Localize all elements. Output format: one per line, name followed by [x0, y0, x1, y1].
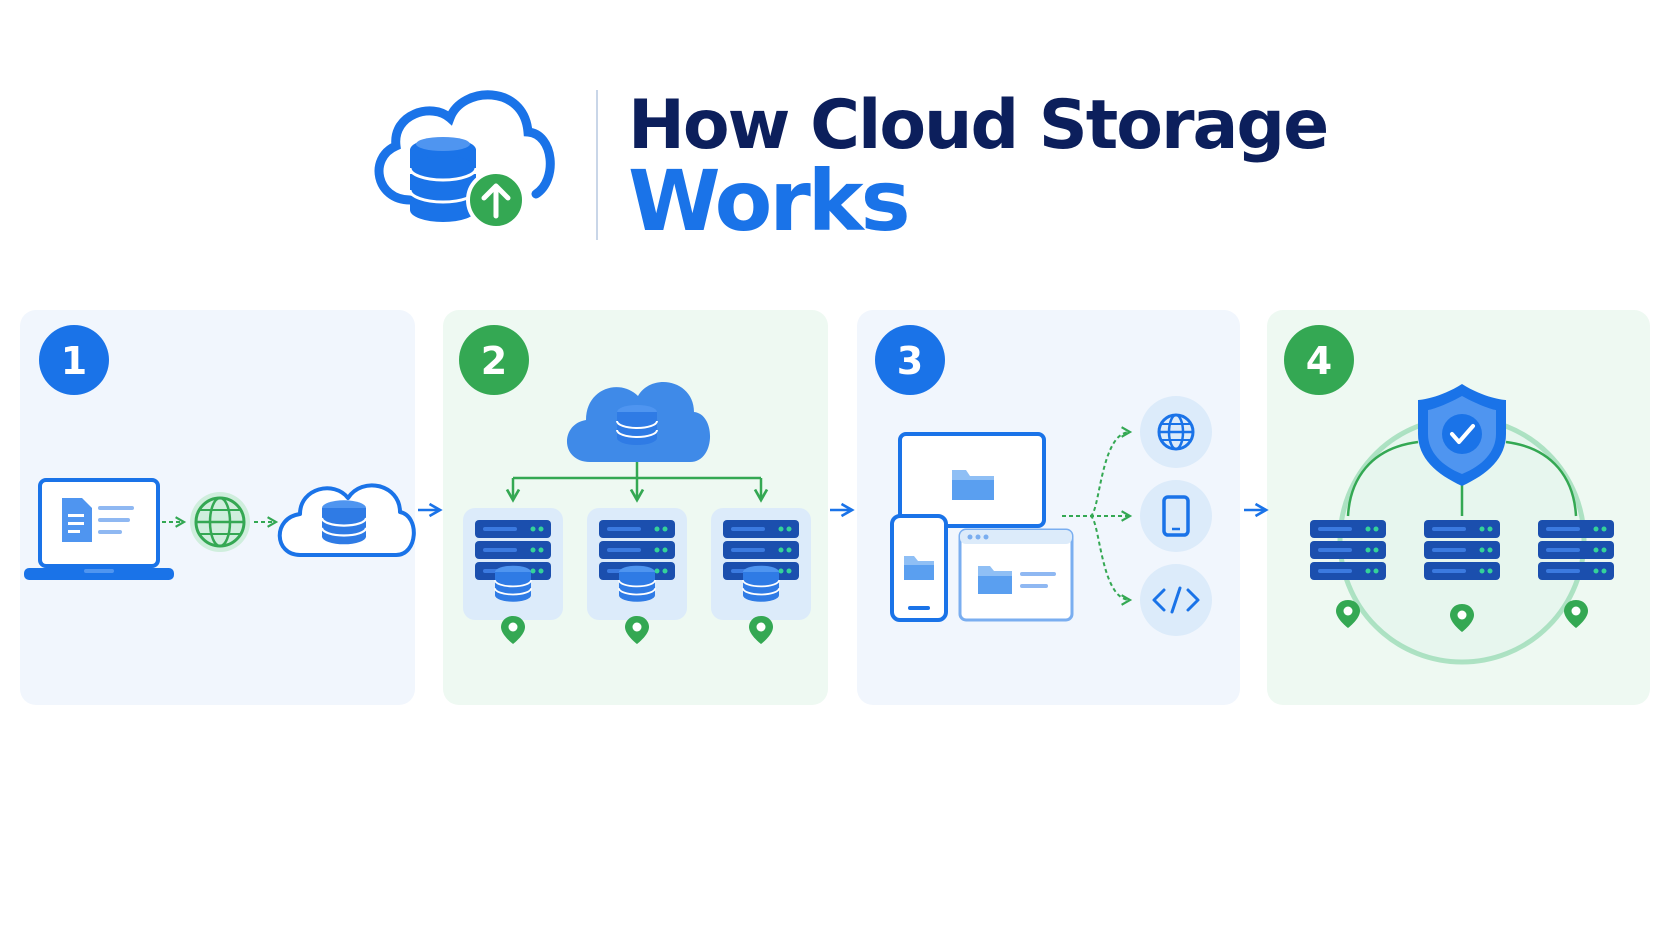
globe-icon — [1140, 396, 1212, 468]
code-icon — [1140, 564, 1212, 636]
server-node-3 — [711, 508, 811, 644]
step-1-badge: 1 — [39, 325, 109, 395]
smartphone-icon — [1140, 480, 1212, 552]
step-4-number: 4 — [1306, 339, 1332, 383]
access-arrows — [1062, 426, 1133, 606]
step-3-badge: 3 — [875, 325, 945, 395]
cloud-database-upload-icon — [374, 90, 555, 230]
page-title: How Cloud Storage — [628, 86, 1329, 165]
phone-folder-icon — [890, 514, 948, 622]
step-4-badge: 4 — [1284, 325, 1354, 395]
laptop-document-icon — [24, 478, 174, 580]
cloud-database-icon — [566, 382, 711, 462]
header-divider — [596, 90, 598, 240]
page-title-highlight: Works — [628, 152, 911, 250]
step-2-badge: 2 — [459, 325, 529, 395]
cloud-database-icon — [277, 483, 416, 557]
browser-window-icon — [958, 528, 1074, 622]
step-3-number: 3 — [897, 339, 923, 383]
server-node-1 — [463, 508, 563, 644]
shield-check-icon — [1418, 384, 1506, 486]
monitor-folder-icon — [898, 432, 1046, 528]
globe-icon — [190, 492, 250, 552]
process-diagram: 1 2 3 4 — [20, 310, 1650, 705]
replication-arrows — [505, 462, 769, 503]
step-2-number: 2 — [481, 339, 507, 383]
protection-halo — [1340, 418, 1584, 662]
step-1-number: 1 — [61, 339, 87, 383]
header: How Cloud Storage Works — [370, 80, 1329, 250]
server-node-2 — [587, 508, 687, 644]
